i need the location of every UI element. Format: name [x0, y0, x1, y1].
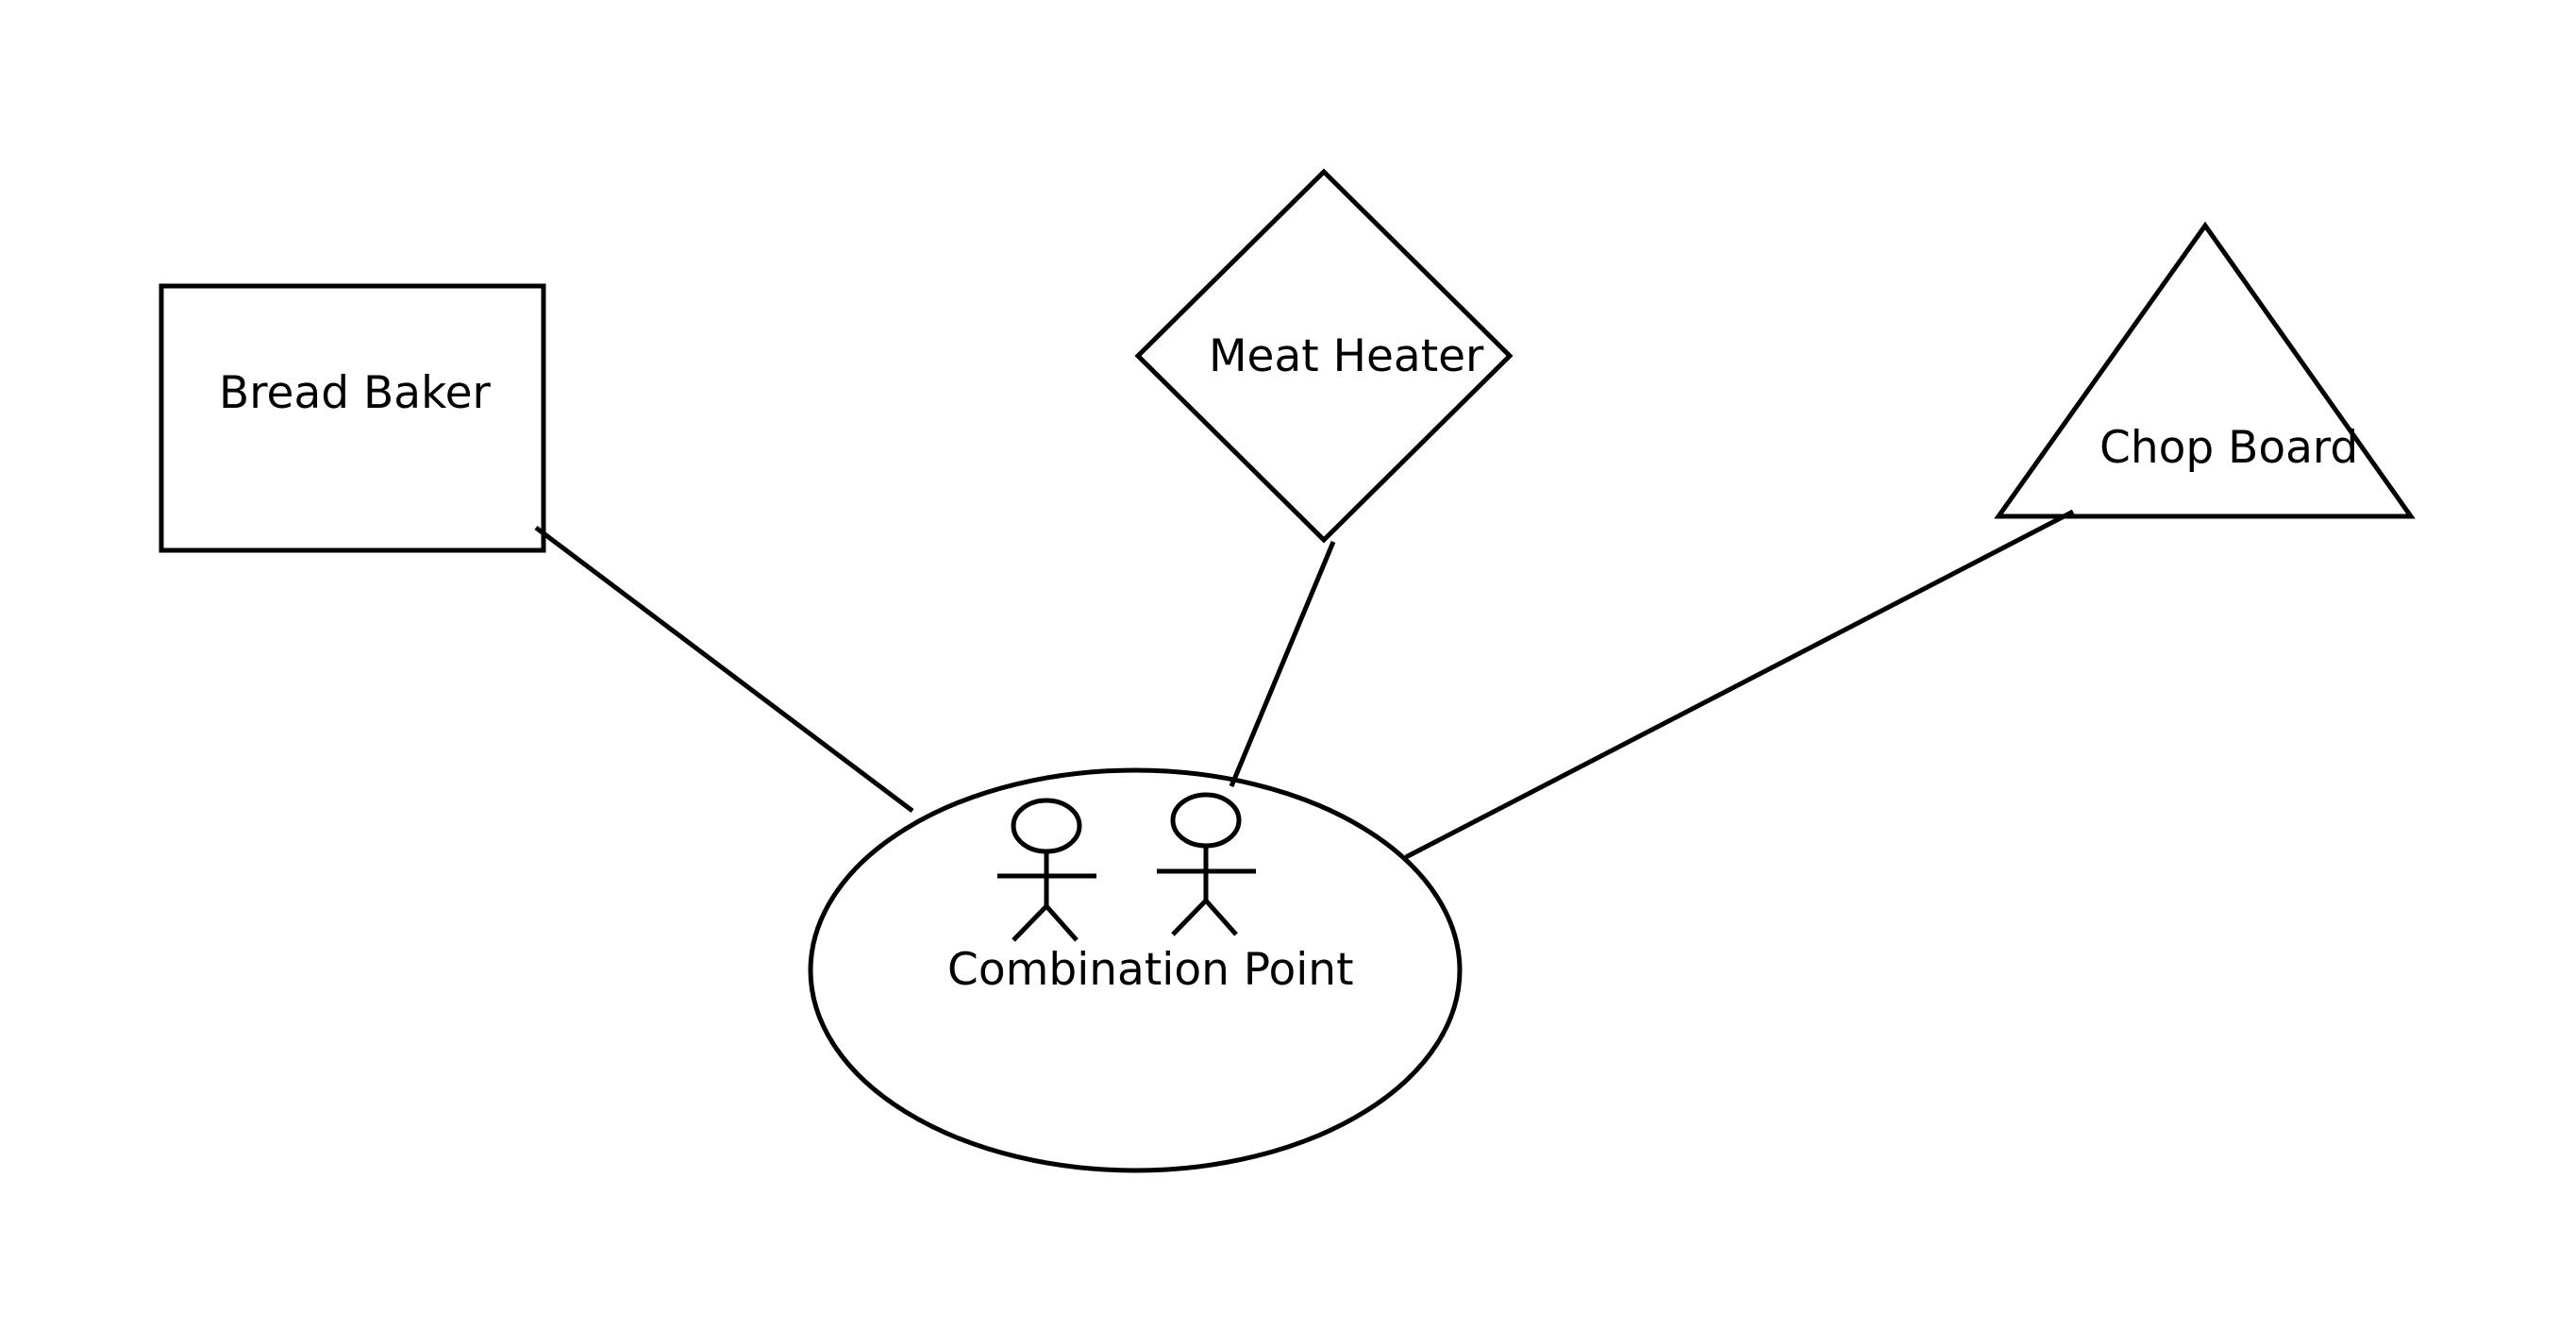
node-combination-point: Combination Point: [808, 767, 1463, 1173]
meat-heater-diamond: [1134, 168, 1514, 544]
connector-chop-board-to-combination-point: [1404, 509, 2075, 860]
actor-icon: [1157, 792, 1256, 936]
chop-board-triangle: [1994, 221, 2416, 519]
bread-baker-label: Bread Baker: [219, 367, 492, 419]
bread-baker-rectangle: [159, 283, 546, 553]
node-bread-baker: Bread Baker: [159, 283, 546, 553]
meat-heater-label: Meat Heater: [1209, 330, 1484, 382]
connector-bread-baker-to-combination-point: [534, 526, 914, 813]
combination-point-ellipse: [808, 767, 1463, 1173]
connector-meat-heater-to-combination-point: [1229, 541, 1336, 787]
node-meat-heater: Meat Heater: [1134, 168, 1514, 544]
chop-board-label: Chop Board: [2099, 422, 2358, 474]
combination-point-label: Combination Point: [947, 944, 1354, 996]
actor-icon: [997, 798, 1096, 942]
node-chop-board: Chop Board: [1994, 221, 2416, 519]
